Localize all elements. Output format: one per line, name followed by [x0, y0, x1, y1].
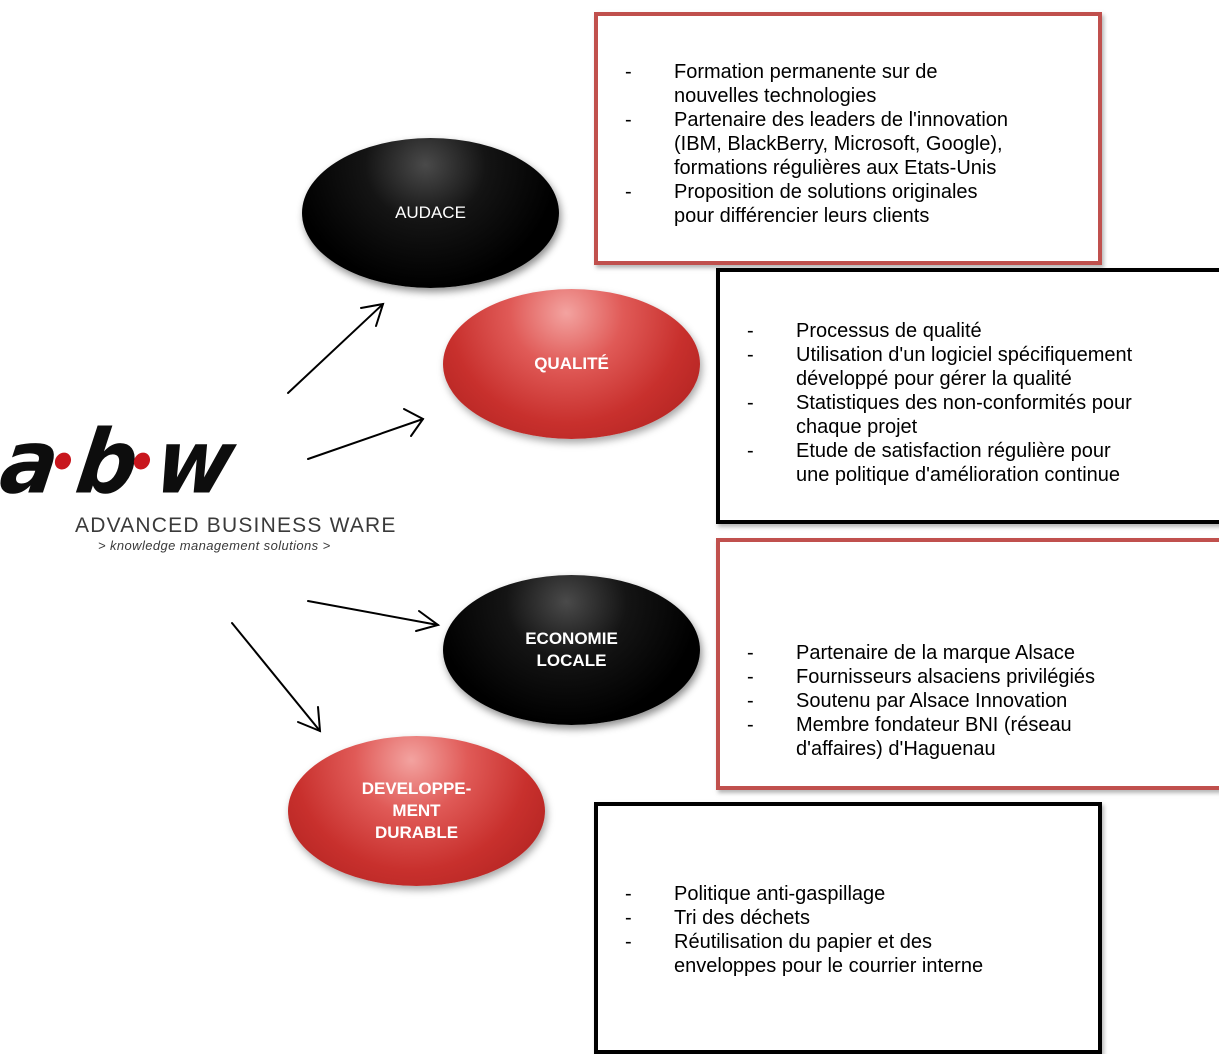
ellipse-economie-label-line2: LOCALE	[536, 651, 607, 670]
list-item-line: Réutilisation du papier et des	[674, 931, 932, 953]
list-item-line: d'affaires) d'Haguenau	[796, 738, 996, 760]
list-item-line: pour différencier leurs clients	[674, 205, 930, 227]
ellipse-economie-label-line1: ECONOMIE	[525, 629, 618, 648]
ellipse-developpement-label-line1: DEVELOPPE-	[361, 779, 472, 798]
list-item-line: Soutenu par Alsace Innovation	[796, 690, 1068, 712]
list-item: Soutenu par Alsace Innovation	[720, 689, 1219, 713]
box-economie-list: Partenaire de la marque Alsace Fournisse…	[720, 641, 1219, 761]
list-item-line: enveloppes pour le courrier interne	[674, 955, 984, 977]
list-item-line: nouvelles technologies	[674, 85, 877, 107]
arrow-to-economie	[307, 600, 441, 632]
list-item: Statistiques des non-conformités pour ch…	[720, 391, 1219, 439]
arrow-to-developpement	[231, 622, 322, 733]
list-item: Politique anti-gaspillage	[598, 882, 1098, 906]
logo-letter-b: b	[70, 410, 138, 514]
logo-letter-a: a	[0, 410, 59, 514]
box-developpement-durable: Politique anti-gaspillage Tri des déchet…	[594, 802, 1102, 1054]
ellipse-qualite: QUALITÉ	[443, 289, 700, 439]
box-qualite: Processus de qualité Utilisation d'un lo…	[716, 268, 1219, 524]
list-item-line: formations régulières aux Etats-Unis	[674, 157, 997, 179]
ellipse-developpement-durable: DEVELOPPE- MENT DURABLE	[288, 736, 545, 886]
list-item-line: Utilisation d'un logiciel spécifiquement	[796, 344, 1133, 366]
list-item-line: Formation permanente sur de	[674, 61, 938, 83]
list-item-line: Partenaire des leaders de l'innovation	[674, 109, 1009, 131]
ellipse-qualite-label: QUALITÉ	[534, 354, 609, 373]
list-item-line: développé pour gérer la qualité	[796, 368, 1072, 390]
list-item-line: Proposition de solutions originales	[674, 181, 978, 203]
list-item: Processus de qualité	[720, 319, 1219, 343]
ellipse-economie-locale: ECONOMIE LOCALE	[443, 575, 700, 725]
box-audace-list: Formation permanente sur de nouvelles te…	[598, 60, 1098, 228]
ellipse-developpement-label: DEVELOPPE- MENT DURABLE	[362, 778, 472, 844]
list-item: Membre fondateur BNI (réseau d'affaires)…	[720, 713, 1219, 761]
box-audace: Formation permanente sur de nouvelles te…	[594, 12, 1102, 265]
list-item: Etude de satisfaction régulière pour une…	[720, 439, 1219, 487]
list-item: Utilisation d'un logiciel spécifiquement…	[720, 343, 1219, 391]
list-item-line: Statistiques des non-conformités pour	[796, 392, 1132, 414]
logo-letter-w: w	[149, 410, 235, 514]
box-developpement-list: Politique anti-gaspillage Tri des déchet…	[598, 882, 1098, 978]
arrow-to-audace	[287, 302, 385, 394]
logo-dot	[53, 452, 72, 470]
list-item: Partenaire de la marque Alsace	[720, 641, 1219, 665]
list-item: Partenaire des leaders de l'innovation (…	[598, 108, 1098, 180]
ellipse-developpement-label-line2: MENT	[392, 801, 441, 820]
ellipse-economie-label: ECONOMIE LOCALE	[525, 628, 618, 672]
list-item-line: Tri des déchets	[674, 907, 810, 929]
list-item-line: Etude de satisfaction régulière pour	[796, 440, 1111, 462]
logo-dot	[132, 452, 151, 470]
list-item-line: une politique d'amélioration continue	[796, 464, 1121, 486]
logo-tagline: > knowledge management solutions >	[98, 538, 331, 553]
list-item-line: Fournisseurs alsaciens privilégiés	[796, 666, 1096, 688]
box-economie-locale: Partenaire de la marque Alsace Fournisse…	[716, 538, 1219, 790]
list-item-line: Membre fondateur BNI (réseau	[796, 714, 1072, 736]
list-item-line: chaque projet	[796, 416, 918, 438]
list-item: Tri des déchets	[598, 906, 1098, 930]
list-item-line: Partenaire de la marque Alsace	[796, 642, 1076, 664]
box-qualite-list: Processus de qualité Utilisation d'un lo…	[720, 319, 1219, 487]
list-item: Fournisseurs alsaciens privilégiés	[720, 665, 1219, 689]
ellipse-developpement-label-line3: DURABLE	[374, 823, 459, 842]
list-item: Formation permanente sur de nouvelles te…	[598, 60, 1098, 108]
list-item-line: (IBM, BlackBerry, Microsoft, Google),	[674, 133, 1003, 155]
ellipse-audace-label: AUDACE	[395, 203, 466, 222]
list-item-line: Processus de qualité	[796, 320, 982, 342]
list-item: Réutilisation du papier et des enveloppe…	[598, 930, 1098, 978]
logo-company-name: ADVANCED BUSINESS WARE	[75, 514, 397, 537]
list-item-line: Politique anti-gaspillage	[674, 883, 886, 905]
ellipse-audace: AUDACE	[302, 138, 559, 288]
list-item: Proposition de solutions originales pour…	[598, 180, 1098, 228]
